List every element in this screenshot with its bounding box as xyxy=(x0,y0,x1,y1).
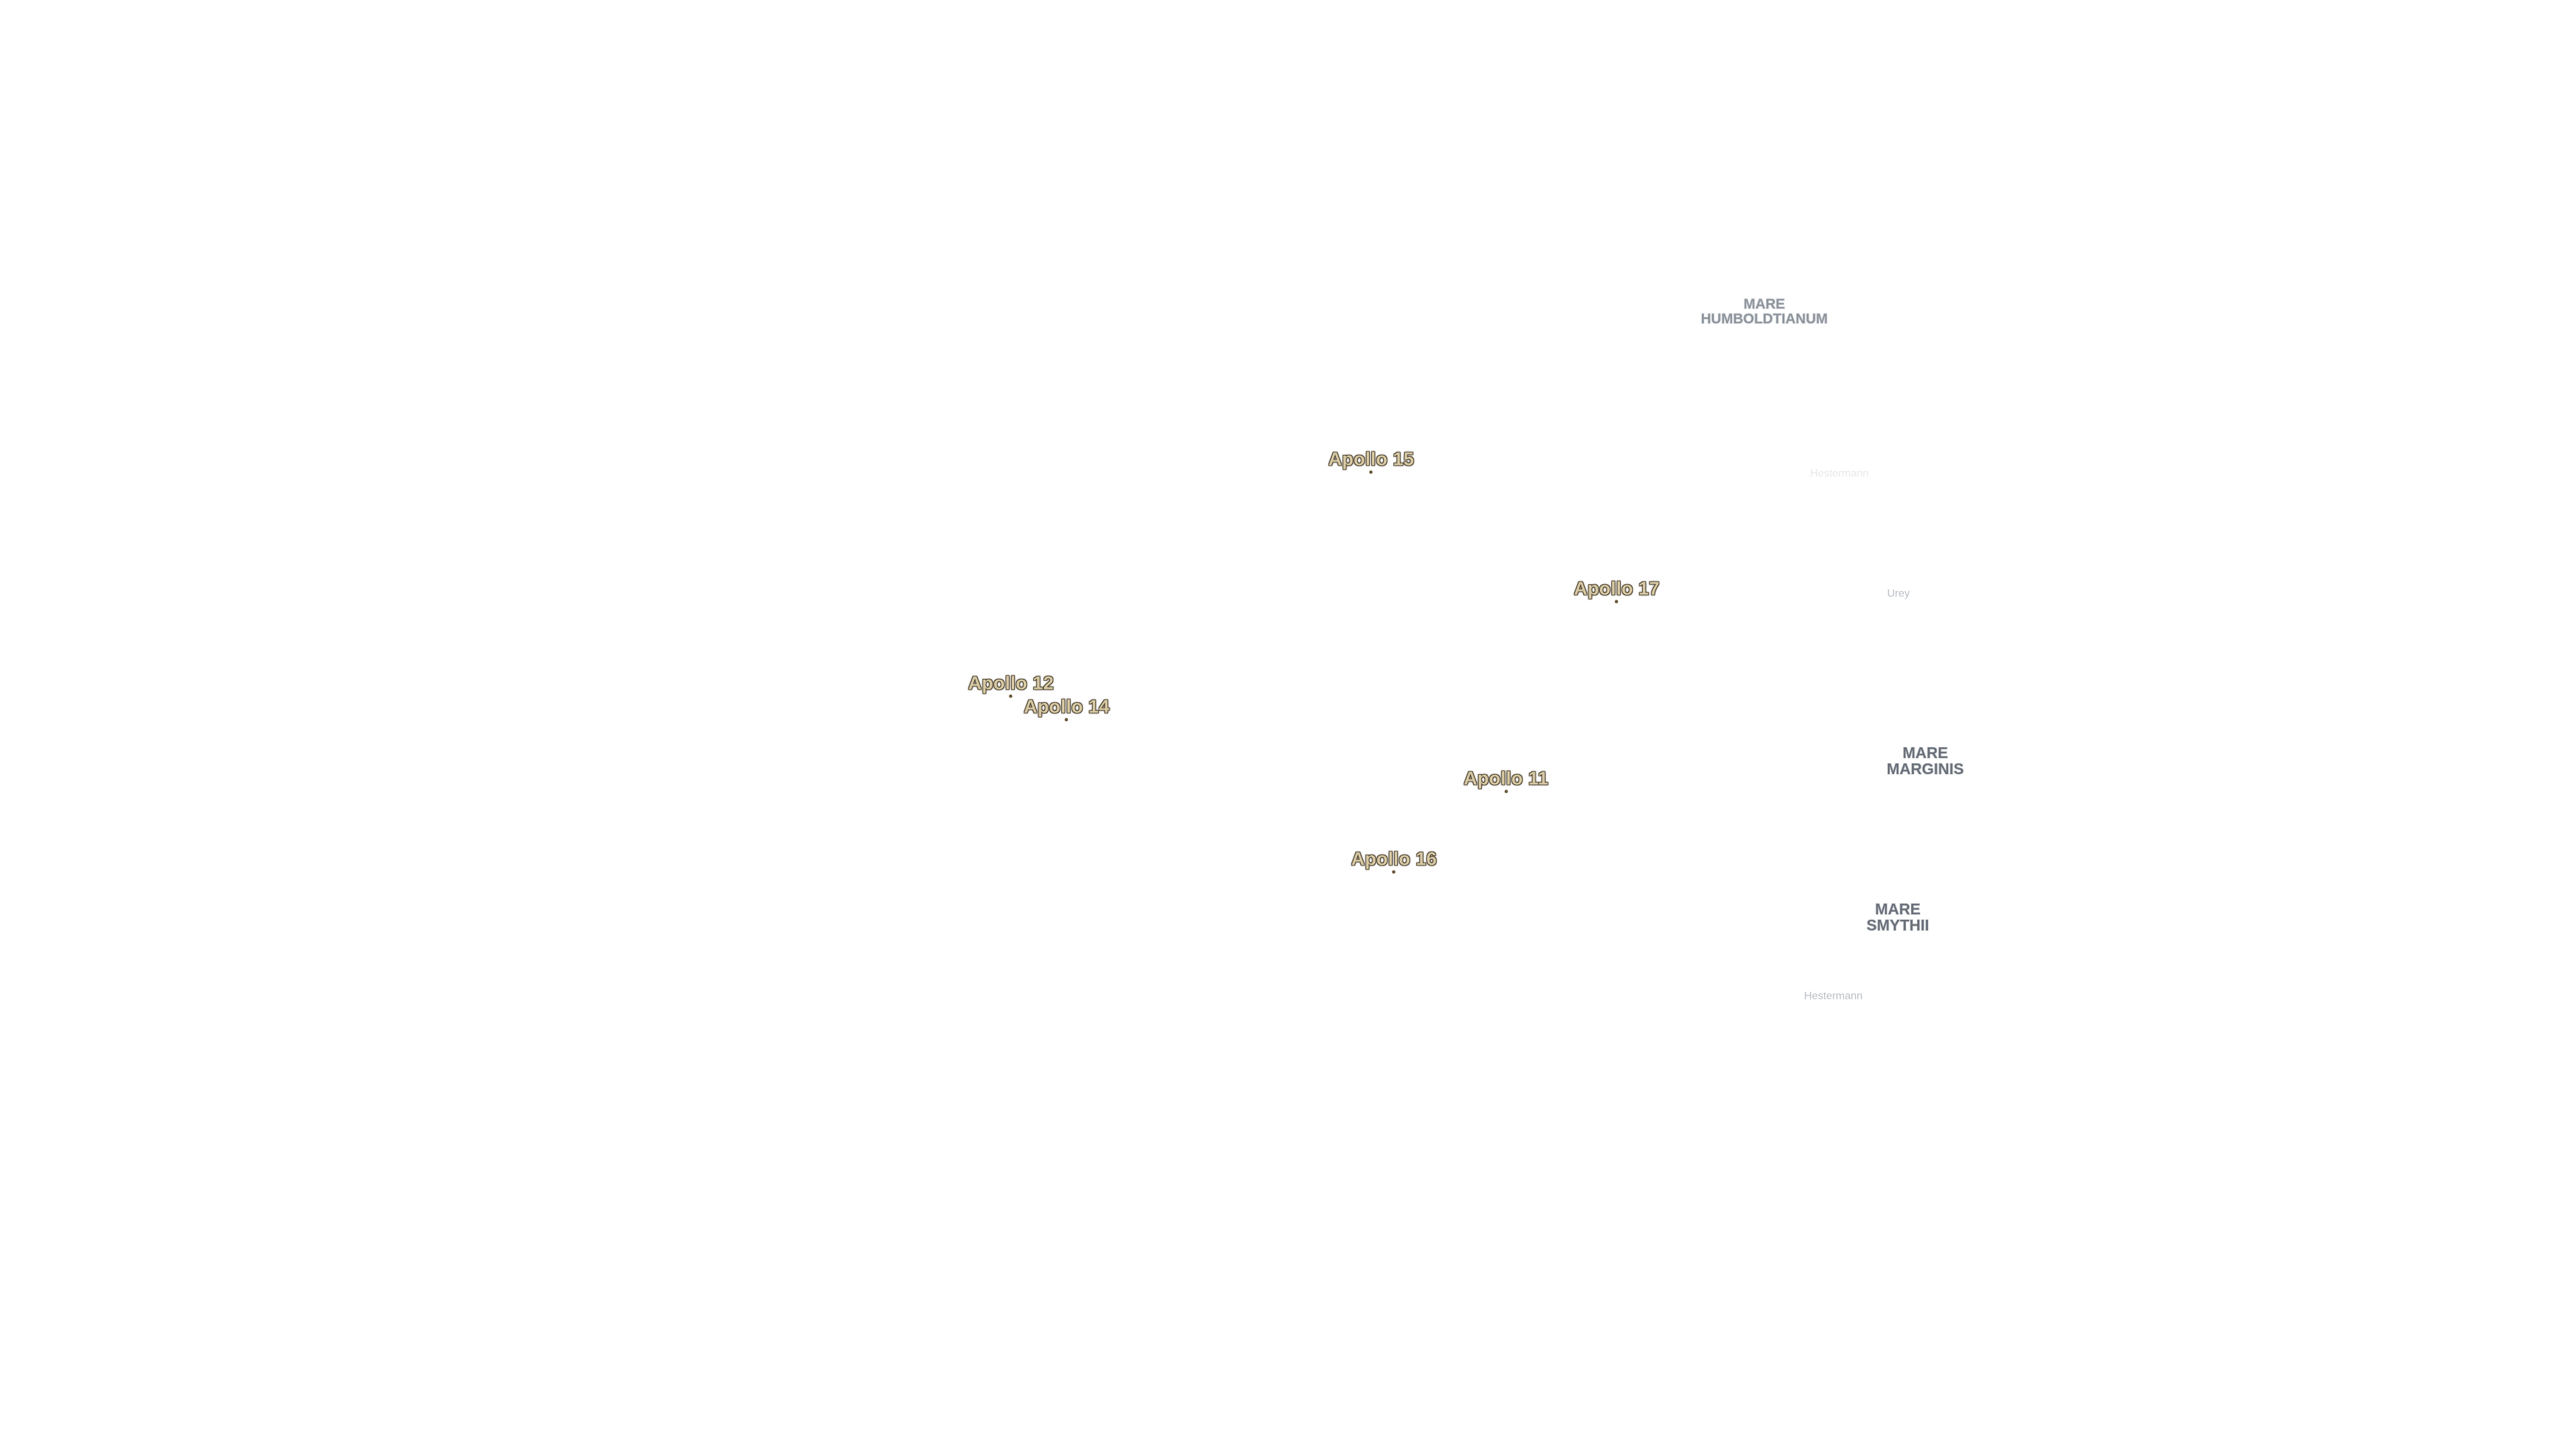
landing-site-apollo-17[interactable]: Apollo 17 xyxy=(1574,578,1660,604)
mare-label-line: SMYTHII xyxy=(1866,916,1929,934)
landing-site-label: Apollo 14 xyxy=(1024,696,1110,717)
landing-site-marker-icon xyxy=(1504,790,1508,794)
crater-label-urey: Urey xyxy=(1887,588,1910,600)
landing-site-apollo-14[interactable]: Apollo 14 xyxy=(1024,696,1110,722)
mare-label-line: MARE xyxy=(1875,900,1921,918)
landing-site-label: Apollo 16 xyxy=(1351,848,1437,869)
mare-label-line: HUMBOLDTIANUM xyxy=(1701,311,1828,327)
landing-site-label: Apollo 11 xyxy=(1463,767,1549,789)
landing-site-marker-icon xyxy=(1392,870,1396,874)
landing-site-marker-icon xyxy=(1065,718,1069,722)
mare-label-smythii: MARE SMYTHII xyxy=(1866,901,1929,933)
landing-site-label: Apollo 17 xyxy=(1574,578,1660,599)
landing-site-apollo-16[interactable]: Apollo 16 xyxy=(1351,848,1437,874)
landing-site-apollo-12[interactable]: Apollo 12 xyxy=(968,672,1054,698)
landing-site-marker-icon xyxy=(1369,470,1373,474)
mare-label-line: MARGINIS xyxy=(1886,760,1964,777)
landing-site-apollo-15[interactable]: Apollo 15 xyxy=(1328,448,1414,474)
landing-site-marker-icon xyxy=(1615,600,1619,604)
landing-site-label: Apollo 15 xyxy=(1328,448,1414,470)
landing-site-label: Apollo 12 xyxy=(968,672,1054,694)
mare-label-humboldtianum: MARE HUMBOLDTIANUM xyxy=(1701,297,1828,327)
crater-label-hestermann: Hestermann xyxy=(1804,990,1863,1002)
mare-label-marginis: MARE MARGINIS xyxy=(1887,745,1964,777)
landing-site-apollo-11[interactable]: Apollo 11 xyxy=(1463,767,1549,794)
crater-label-faint: Hestermann xyxy=(1810,468,1869,480)
landing-site-marker-icon xyxy=(1009,694,1013,698)
mare-label-line: MARE xyxy=(1743,296,1785,312)
mare-label-line: MARE xyxy=(1902,743,1948,761)
